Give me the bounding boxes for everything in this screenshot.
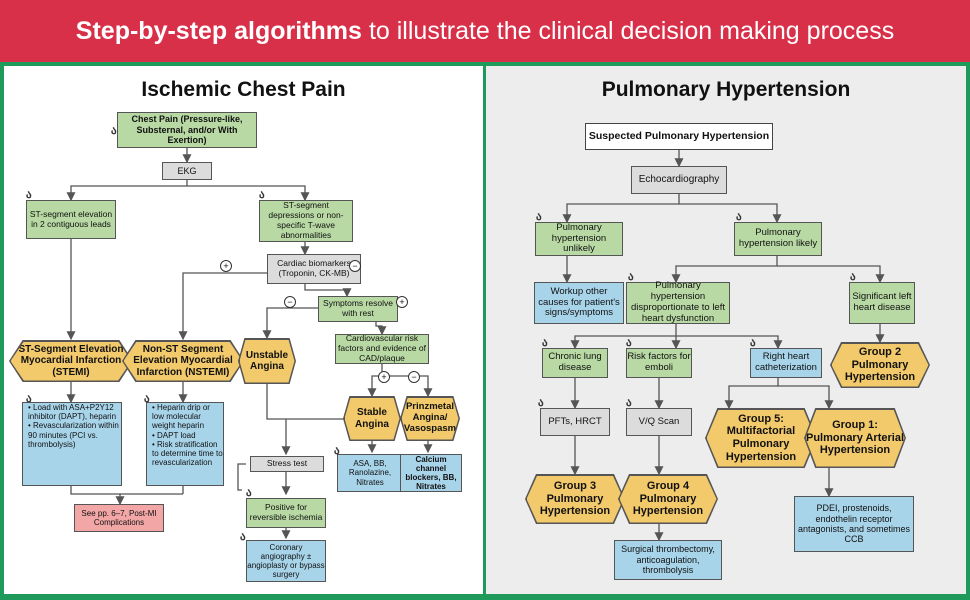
pfts-hrct-node: PFTs, HRCT xyxy=(540,408,610,436)
group5-hexagon: Group 5: Multifactorial Pulmonary Hypert… xyxy=(705,408,817,468)
st-depression-node: ST-segment depressions or non-specific T… xyxy=(259,200,353,242)
minus-symbol: − xyxy=(349,260,361,272)
banner-rest-text: to illustrate the clinical decision maki… xyxy=(368,16,895,45)
unstable-angina-hexagon: Unstable Angina xyxy=(238,338,296,384)
echocardiography-node: Echocardiography xyxy=(631,166,727,194)
positive-ischemia-node: Positive for reversible ischemia xyxy=(246,498,326,528)
stemi-treatment-node: • Load with ASA+P2Y12 inhibitor (DAPT), … xyxy=(22,402,122,486)
stethoscope-icon: ა xyxy=(536,211,542,223)
chest-pain-node: Chest Pain (Pressure-like, Substernal, a… xyxy=(117,112,257,148)
plus-symbol: + xyxy=(220,260,232,272)
stethoscope-icon: ა xyxy=(144,393,150,405)
banner-bold-text: Step-by-step algorithms xyxy=(75,16,362,45)
symptoms-resolve-node: Symptoms resolve with rest xyxy=(318,296,398,322)
stethoscope-icon: ა xyxy=(850,271,856,283)
stable-angina-hexagon: Stable Angina xyxy=(343,396,401,441)
banner: Step-by-step algorithms to illustrate th… xyxy=(0,0,970,62)
st-elevation-node: ST-segment elevation in 2 contiguous lea… xyxy=(26,200,116,239)
stable-angina-treatment-node: ASA, BB, Ranolazine, Nitrates xyxy=(337,454,403,492)
stethoscope-icon: ა xyxy=(750,337,756,349)
left-connectors xyxy=(66,148,433,540)
coronary-angiography-node: Coronary angiography ± angioplasty or by… xyxy=(246,540,326,582)
left-panel-title: Ischemic Chest Pain xyxy=(141,78,346,101)
right-heart-cath-node: Right heart catheterization xyxy=(750,348,822,378)
stethoscope-icon: ა xyxy=(626,337,632,349)
minus-symbol: − xyxy=(408,371,420,383)
group2-hexagon: Group 2 Pulmonary Hypertension xyxy=(830,342,930,388)
group4-hexagon: Group 4 Pulmonary Hypertension xyxy=(618,474,718,524)
nstemi-hexagon: Non-ST Segment Elevation Myocardial Infa… xyxy=(122,340,244,382)
plus-symbol: + xyxy=(396,296,408,308)
pdei-therapy-node: PDEI, prostenoids, endothelin receptor a… xyxy=(794,496,914,552)
risk-emboli-node: Risk factors for emboli xyxy=(626,348,692,378)
vq-scan-node: V/Q Scan xyxy=(626,408,692,436)
stethoscope-icon: ა xyxy=(538,397,544,409)
stethoscope-icon: ა xyxy=(246,487,252,499)
stemi-hexagon: ST-Segment Elevation Myocardial Infarcti… xyxy=(9,340,133,382)
ph-unlikely-node: Pulmonary hypertension unlikely xyxy=(535,222,623,256)
prinzmetal-treatment-node: Calcium channel blockers, BB, Nitrates xyxy=(400,454,462,492)
stethoscope-icon: ა xyxy=(259,189,265,201)
disproportionate-node: Pulmonary hypertension disproportionate … xyxy=(626,280,730,324)
stethoscope-icon: ა xyxy=(736,211,742,223)
right-panel-title: Pulmonary Hypertension xyxy=(601,78,851,101)
plus-symbol: + xyxy=(378,371,390,383)
suspected-ph-node: Suspected Pulmonary Hypertension xyxy=(585,123,773,150)
stress-test-node: Stress test xyxy=(250,456,324,472)
stethoscope-icon: ა xyxy=(626,397,632,409)
prinzmetal-hexagon: Prinzmetal Angina/ Vasospasm xyxy=(400,396,460,441)
minus-symbol: − xyxy=(284,296,296,308)
pulmonary-hypertension-panel: Pulmonary Hypertension Suspected Pulm xyxy=(486,66,966,594)
ekg-node: EKG xyxy=(162,162,212,180)
chronic-lung-node: Chronic lung disease xyxy=(542,348,608,378)
see-pages-node: See pp. 6–7, Post-MI Complications xyxy=(74,504,164,532)
cardiac-biomarkers-node: Cardiac biomarkers (Troponin, CK-MB) xyxy=(267,254,361,284)
group3-hexagon: Group 3 Pulmonary Hypertension xyxy=(525,474,625,524)
nstemi-treatment-node: • Heparin drip or low molecular weight h… xyxy=(146,402,224,486)
group1-hexagon: Group 1: Pulmonary Arterial Hypertension xyxy=(804,408,906,468)
stethoscope-icon: ა xyxy=(26,393,32,405)
stethoscope-icon: ა xyxy=(26,189,32,201)
surgical-thrombectomy-node: Surgical thrombectomy, anticoagulation, … xyxy=(614,540,722,580)
stethoscope-icon: ა xyxy=(628,271,634,283)
right-connectors xyxy=(562,150,885,542)
ph-likely-node: Pulmonary hypertension likely xyxy=(734,222,822,256)
ischemic-chest-pain-panel: Ischemic Chest Pain xyxy=(4,66,483,594)
stethoscope-icon: ა xyxy=(542,337,548,349)
risk-factors-node: Cardiovascular risk factors and evidence… xyxy=(335,333,429,364)
workup-node: Workup other causes for patient's signs/… xyxy=(534,282,624,324)
stethoscope-icon: ა xyxy=(111,125,117,137)
stethoscope-icon: ა xyxy=(240,531,246,543)
significant-lhd-node: Significant left heart disease xyxy=(849,282,915,324)
stethoscope-icon: ა xyxy=(334,445,340,457)
